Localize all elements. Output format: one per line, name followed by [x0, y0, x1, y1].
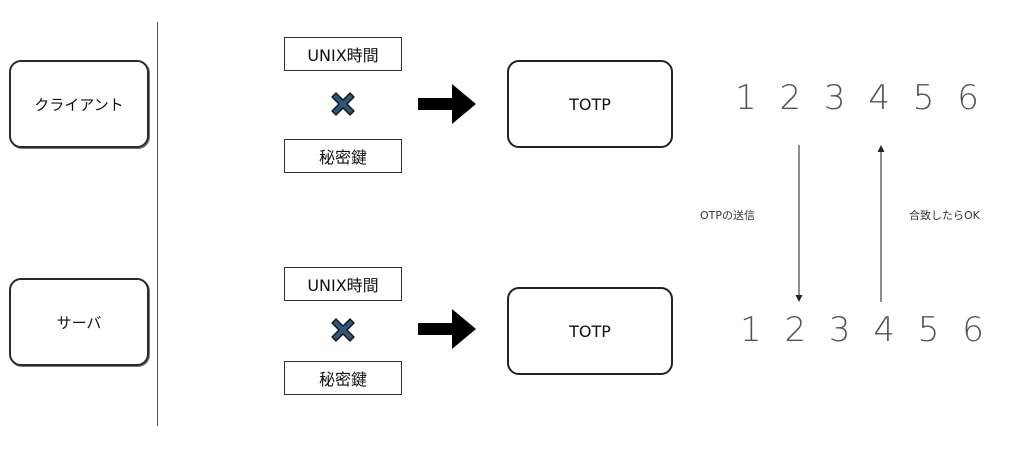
- server-otp-code: 1 2 3 4 5 6: [740, 310, 990, 350]
- match-ok-label: 合致したらOK: [909, 209, 980, 222]
- server-secret-key-box: 秘密鍵: [284, 361, 402, 395]
- times-icon: [331, 92, 355, 116]
- arrow-right-icon: [418, 309, 476, 349]
- client-totp-label: TOTP: [569, 94, 611, 114]
- client-unix-time-box: UNIX時間: [284, 37, 402, 71]
- client-unix-time-label: UNIX時間: [307, 46, 379, 65]
- send-otp-label: OTPの送信: [700, 209, 756, 222]
- send-down-arrow-icon: [795, 145, 803, 302]
- server-totp-box: TOTP: [507, 287, 673, 375]
- arrow-right-icon: [418, 84, 476, 124]
- server-role-label: サーバ: [56, 313, 102, 332]
- server-unix-time-box: UNIX時間: [284, 267, 402, 301]
- server-secret-key-label: 秘密鍵: [318, 370, 367, 389]
- client-totp-box: TOTP: [507, 60, 673, 148]
- server-totp-label: TOTP: [569, 321, 611, 341]
- server-unix-time-label: UNIX時間: [307, 276, 379, 295]
- client-otp-code: 1 2 3 4 5 6: [735, 78, 985, 118]
- vertical-divider: [157, 22, 158, 426]
- times-icon: [331, 318, 355, 342]
- client-secret-key-label: 秘密鍵: [318, 148, 367, 167]
- match-up-arrow-icon: [877, 145, 885, 302]
- client-role-label: クライアント: [34, 95, 124, 114]
- client-role-box: クライアント: [9, 60, 149, 148]
- server-role-box: サーバ: [9, 278, 149, 366]
- client-secret-key-box: 秘密鍵: [284, 139, 402, 173]
